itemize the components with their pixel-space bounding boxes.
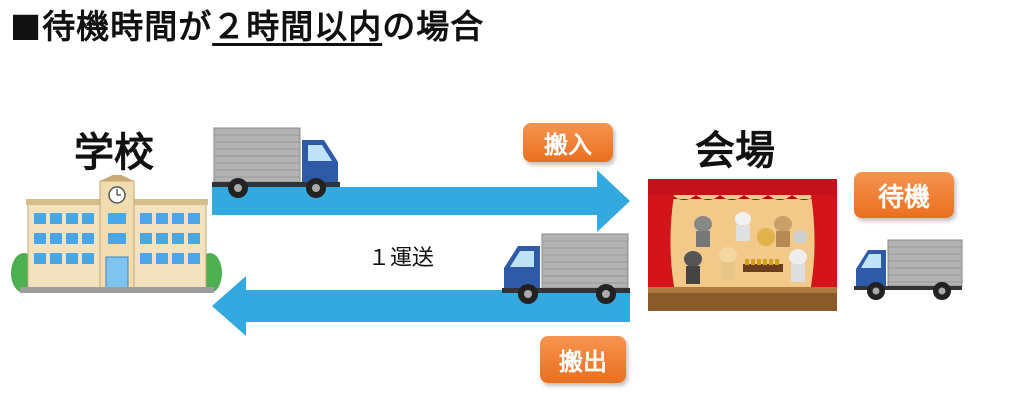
carry-in-badge: 搬入 [523,123,613,162]
concert-stage-image [648,179,837,311]
waiting-badge: 待機 [854,172,954,218]
waiting-truck-icon [854,239,963,300]
carry-out-badge: 搬出 [540,336,626,383]
title-prefix: 待機時間が [42,7,213,46]
delivery-truck-icon [212,127,340,198]
transport-count-label: １運送 [368,246,435,271]
title-square: ■ [10,4,43,44]
venue-label: 会場 [695,128,775,174]
title-suffix: の場合 [382,7,485,46]
return-truck-icon [502,233,630,304]
carry-in-arrow [212,170,630,232]
title-highlight: ２時間以内 [212,7,383,46]
school-label: 学校 [74,130,154,176]
school-building-icon [11,175,222,293]
